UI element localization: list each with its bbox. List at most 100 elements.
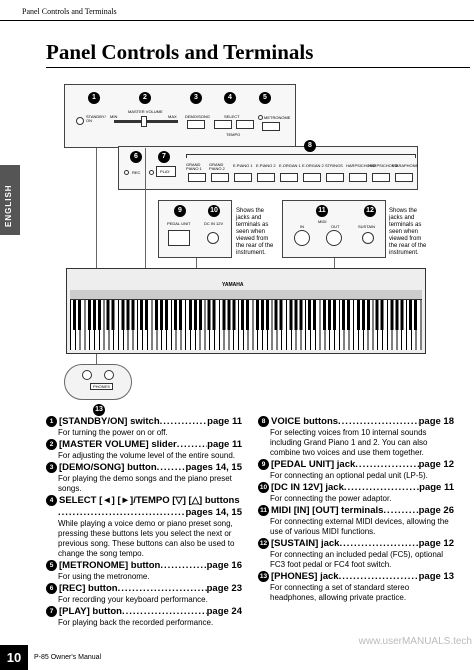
side-note-1: Shows the jacks and terminals as seen wh… xyxy=(236,208,274,256)
voice-5-label: E.ORGAN 1 xyxy=(279,163,301,168)
callout-2: 2 xyxy=(139,92,151,104)
item-description: For connecting external MIDI devices, al… xyxy=(270,517,449,536)
header-rule xyxy=(0,20,474,21)
item-page: page 11 xyxy=(207,416,242,427)
item-number: 1 xyxy=(46,416,57,427)
item-dots: ............................... xyxy=(338,416,419,427)
voice-1-button-drawing xyxy=(188,173,206,182)
voice-10-label: VIBRAPHONE xyxy=(392,163,419,168)
volume-slider-knob xyxy=(141,116,147,127)
item-page: page 13 xyxy=(418,571,454,582)
leader-line-rear-1 xyxy=(196,258,197,270)
item-label: [MASTER VOLUME] slider xyxy=(59,439,177,450)
item-label: [PEDAL UNIT] jack xyxy=(271,459,356,470)
phones-inset xyxy=(64,364,132,400)
black-keys xyxy=(70,300,422,330)
callout-13: 13 xyxy=(93,404,105,416)
language-tab-label: ENGLISH xyxy=(4,184,13,227)
voice-7-button-drawing xyxy=(326,173,344,182)
leader-line-rear-2 xyxy=(334,258,335,270)
item-label: [DC IN 12V] jack xyxy=(271,482,344,493)
item-number: 6 xyxy=(46,583,57,594)
item-dots: ........................................… xyxy=(58,507,186,518)
item-page: page 18 xyxy=(418,416,454,427)
voice-2-button-drawing xyxy=(211,173,229,182)
metronome-label: METRONOME xyxy=(264,115,291,120)
item-number: 10 xyxy=(258,482,269,493)
item-dots: ......... xyxy=(156,462,186,473)
voice-4-label: E.PIANO 2 xyxy=(256,163,276,168)
voice-5-button-drawing xyxy=(280,173,298,182)
item-label: VOICE buttons xyxy=(271,416,339,427)
page-number: 10 xyxy=(0,645,28,670)
item-label: [PLAY] button xyxy=(59,606,122,617)
watermark: www.userMANUALS.tech xyxy=(358,636,472,647)
item-description: While playing a voice demo or piano pres… xyxy=(58,519,235,558)
demo-song-label: DEMO/SONG xyxy=(185,114,210,119)
play-led xyxy=(149,170,154,175)
voice-6-button-drawing xyxy=(303,173,321,182)
callout-10: 10 xyxy=(208,205,220,217)
rec-label: REC xyxy=(132,170,141,175)
title-rule xyxy=(46,67,470,68)
running-head: Panel Controls and Terminals xyxy=(22,7,117,16)
callout-9: 9 xyxy=(174,205,186,217)
callout-4: 4 xyxy=(224,92,236,104)
item-page: page 11 xyxy=(207,439,242,450)
item-dots: ............... xyxy=(159,416,208,427)
item-number: 12 xyxy=(258,538,269,549)
voice-8-label: HARPSICHORD xyxy=(346,163,376,168)
list-item: 6[REC] button..........................p… xyxy=(46,583,242,605)
voice-2-label: GRAND PIANO 2 xyxy=(209,162,225,171)
voice-group-bracket xyxy=(186,154,416,158)
voice-4-button-drawing xyxy=(257,173,275,182)
midi-out-jack-drawing xyxy=(326,230,342,246)
rear-jacks-panel-1 xyxy=(158,200,232,258)
volume-max-label: MAX xyxy=(168,114,177,119)
item-number: 5 xyxy=(46,560,57,571)
item-description: For playing back the recorded performanc… xyxy=(58,618,214,627)
item-number: 8 xyxy=(258,416,269,427)
item-page: page 26 xyxy=(418,505,454,516)
sustain-jack-drawing xyxy=(362,232,374,244)
midi-out-label: OUT xyxy=(331,224,340,229)
callout-3: 3 xyxy=(190,92,202,104)
midi-label: MIDI xyxy=(318,219,327,224)
standby-switch-drawing xyxy=(76,117,84,125)
item-label: [SUSTAIN] jack xyxy=(271,538,340,549)
list-item: 5[METRONOME] button...............page 1… xyxy=(46,560,242,582)
callout-12: 12 xyxy=(364,205,376,217)
item-number: 3 xyxy=(46,462,57,473)
item-number: 9 xyxy=(258,459,269,470)
list-item: 13[PHONES] jack.........................… xyxy=(258,571,454,603)
demo-song-button-drawing xyxy=(187,120,205,129)
item-label: [PHONES] jack xyxy=(271,571,339,582)
item-label: MIDI [IN] [OUT] terminals xyxy=(271,505,384,516)
side-note-2: Shows the jacks and terminals as seen wh… xyxy=(389,208,427,256)
item-description: For selecting voices from 10 internal so… xyxy=(270,428,428,457)
voice-9-label: HARPSICHORD xyxy=(368,163,398,168)
voice-3-label: E.PIANO 1 xyxy=(233,163,253,168)
midi-in-jack-drawing xyxy=(294,230,310,246)
item-dots: ............................ xyxy=(339,538,418,549)
leader-line-1 xyxy=(96,148,97,286)
item-dots: ....................... xyxy=(355,459,418,470)
phones-label: PHONES xyxy=(90,383,113,390)
item-number: 7 xyxy=(46,606,57,617)
select-left-button-drawing xyxy=(214,120,232,129)
standby-label: STANDBY/ ON xyxy=(86,114,106,123)
metronome-led xyxy=(258,115,263,120)
metronome-button-drawing xyxy=(262,122,280,131)
item-dots: .......................... xyxy=(117,583,207,594)
pedal-unit-label: PEDAL UNIT xyxy=(167,221,191,226)
keyboard-control-strip xyxy=(70,290,422,300)
item-description: For connecting the power adaptor. xyxy=(270,494,392,503)
rec-led xyxy=(124,170,129,175)
item-description: For using the metronome. xyxy=(58,572,150,581)
item-page: pages 14, 15 xyxy=(185,507,242,518)
callout-1: 1 xyxy=(88,92,100,104)
phones-leader-line xyxy=(96,354,97,364)
language-tab: ENGLISH xyxy=(0,165,20,235)
select-label: SELECT xyxy=(224,114,240,119)
list-item: 12[SUSTAIN] jack........................… xyxy=(258,538,454,570)
